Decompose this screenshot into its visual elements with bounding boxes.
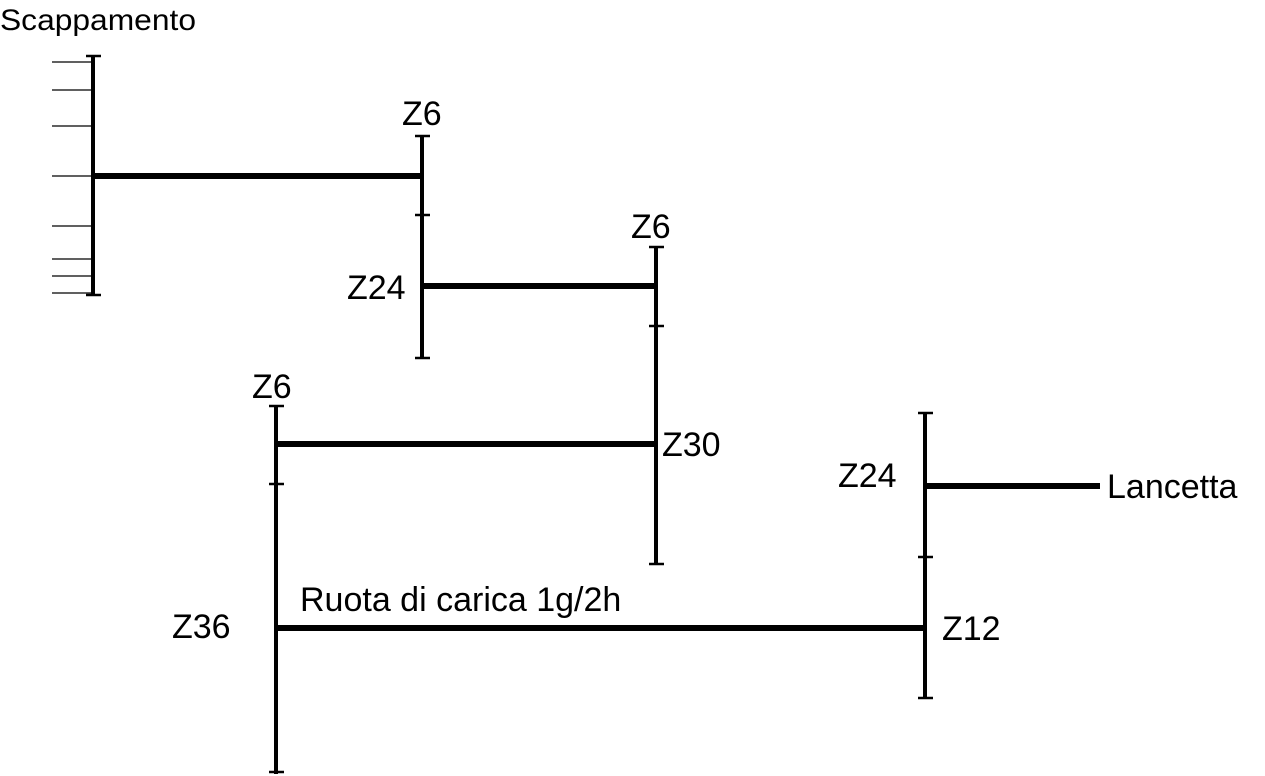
gear-label-z6-b: Z6 (631, 208, 671, 246)
shaft-z6-z30 (649, 245, 664, 566)
hand-label: Lancetta (1107, 468, 1238, 506)
gear-label-z24-b: Z24 (838, 457, 897, 495)
gear-label-z36: Z36 (172, 608, 231, 646)
shaft-z6-z36 (269, 404, 284, 774)
escapement-label: Scappamento (0, 4, 196, 37)
gear-label-z30: Z30 (662, 426, 721, 464)
gear-label-z12: Z12 (942, 610, 1001, 648)
gear-label-z24-a: Z24 (347, 269, 406, 307)
shaft-z6-z24 (415, 134, 430, 360)
winding-wheel-label: Ruota di carica 1g/2h (300, 581, 621, 619)
escapement-teeth (52, 61, 93, 294)
gear-label-z6-c: Z6 (252, 368, 292, 406)
shaft-z24-z12 (918, 411, 933, 700)
gear-label-z6-a: Z6 (402, 95, 442, 133)
